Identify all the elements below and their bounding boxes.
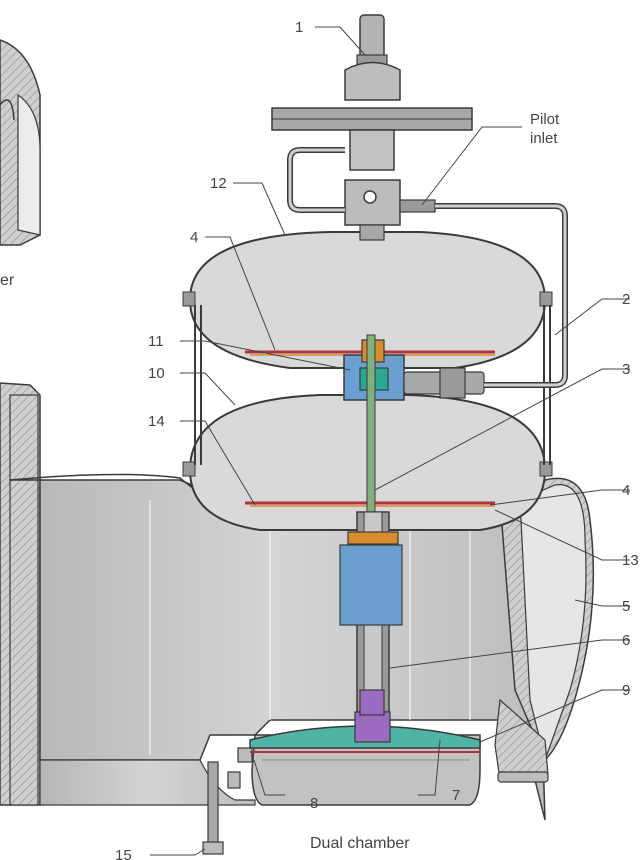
callout-9: 9 bbox=[622, 682, 630, 699]
pilot-inlet-label: Pilot inlet bbox=[530, 111, 560, 147]
callout-8: 8 bbox=[310, 795, 318, 812]
pilot-label-line2: inlet bbox=[530, 130, 558, 147]
left-partial-figure bbox=[0, 39, 41, 246]
callout-4-upper: 4 bbox=[190, 229, 198, 246]
callout-4-lower: 4 bbox=[622, 482, 630, 499]
diagram-caption: Dual chamber bbox=[310, 835, 410, 852]
callout-7: 7 bbox=[452, 787, 460, 804]
pilot-assembly bbox=[271, 14, 568, 388]
callout-labels: 1 2 3 4 4 5 6 7 8 9 10 11 12 13 14 15 bbox=[115, 19, 639, 860]
callout-6: 6 bbox=[622, 632, 630, 649]
callout-11: 11 bbox=[148, 333, 164, 350]
callout-3: 3 bbox=[622, 361, 630, 378]
callout-1: 1 bbox=[295, 19, 303, 36]
left-partial-caption: er bbox=[0, 272, 15, 289]
callout-13: 13 bbox=[622, 552, 639, 569]
leader-lines bbox=[150, 26, 630, 856]
callout-2: 2 bbox=[622, 291, 630, 308]
callout-14: 14 bbox=[148, 413, 165, 430]
callout-12: 12 bbox=[210, 175, 227, 192]
pilot-label-line1: Pilot bbox=[530, 111, 560, 128]
callout-15: 15 bbox=[115, 847, 132, 860]
valve-stem bbox=[339, 334, 403, 743]
callout-5: 5 bbox=[622, 598, 630, 615]
valve-body bbox=[0, 382, 595, 855]
callout-10: 10 bbox=[148, 365, 165, 382]
